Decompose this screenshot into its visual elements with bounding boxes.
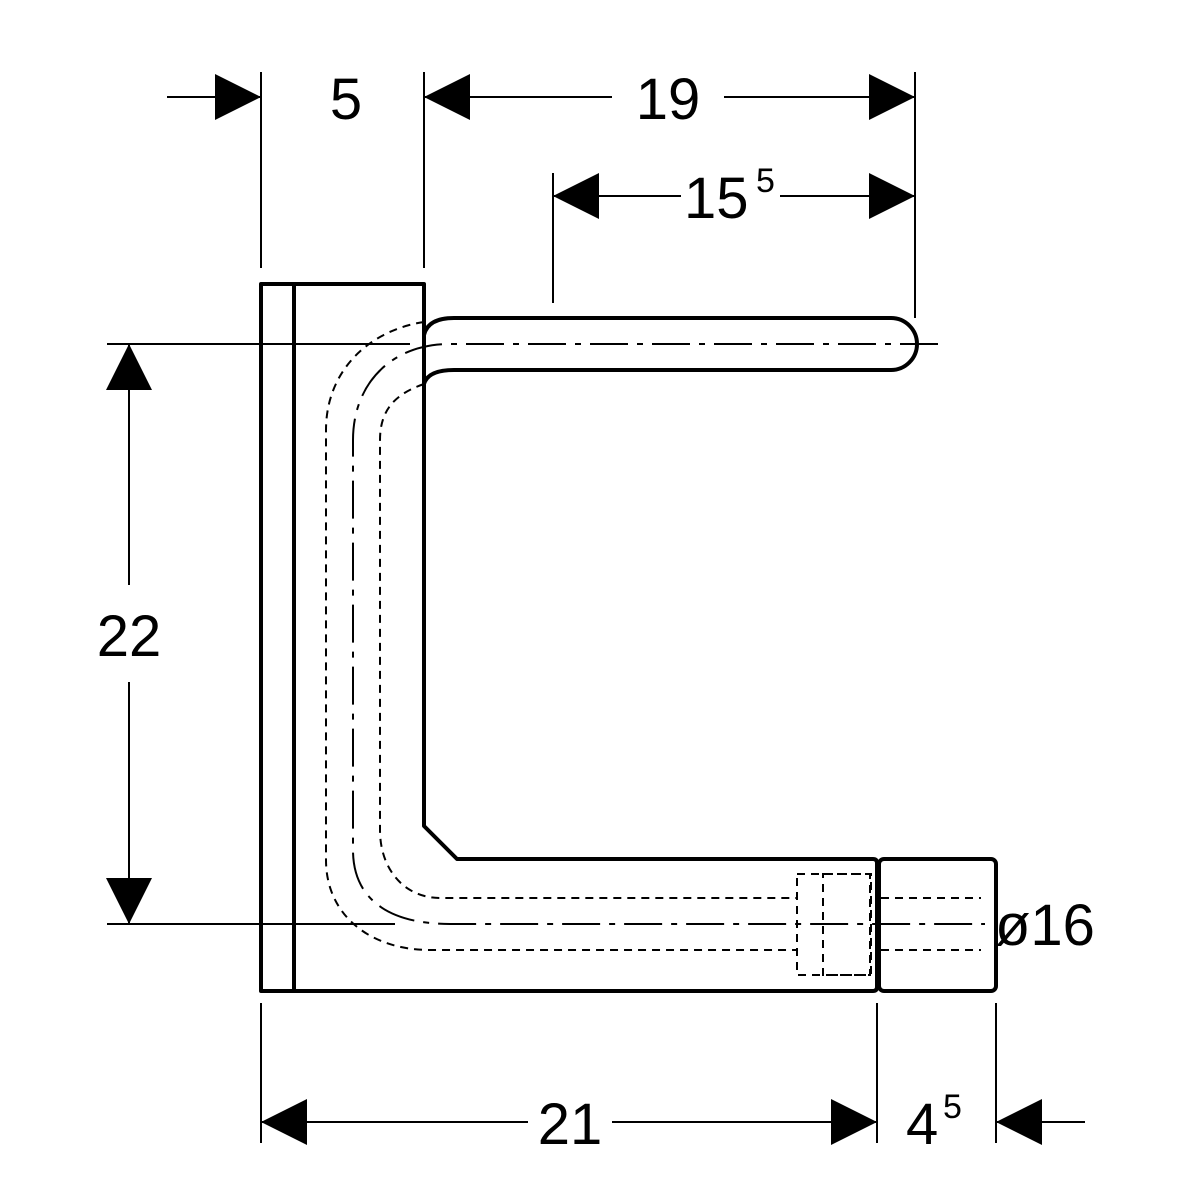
dim-label-22: 22 [97, 604, 162, 669]
hidden-pipe-inner [379, 383, 796, 899]
dimension-labels: 5 19 15 5 22 21 4 5 ø16 [97, 67, 1095, 1157]
dim-label-45-sup: 5 [943, 1088, 962, 1126]
hidden-fitting-inner [822, 873, 872, 976]
dimension-lines [106, 74, 1085, 1145]
part-outline [259, 282, 998, 993]
pipe-center-line [352, 343, 985, 925]
dim-label-155-main: 15 [684, 166, 749, 231]
housing-body [294, 282, 879, 993]
dim-label-5: 5 [330, 67, 362, 132]
dim-label-45-main: 4 [906, 1092, 938, 1157]
dim-label-21: 21 [538, 1092, 603, 1157]
dim-label-19: 19 [636, 67, 701, 132]
center-lines [352, 343, 985, 925]
extension-lines [107, 72, 997, 1143]
hidden-pipe-outer [325, 321, 796, 951]
mounting-plate [259, 282, 296, 993]
dim-label-diameter: ø16 [995, 893, 1095, 958]
dim-label-155-sup: 5 [756, 162, 775, 200]
upper-pipe-arm [422, 316, 919, 385]
